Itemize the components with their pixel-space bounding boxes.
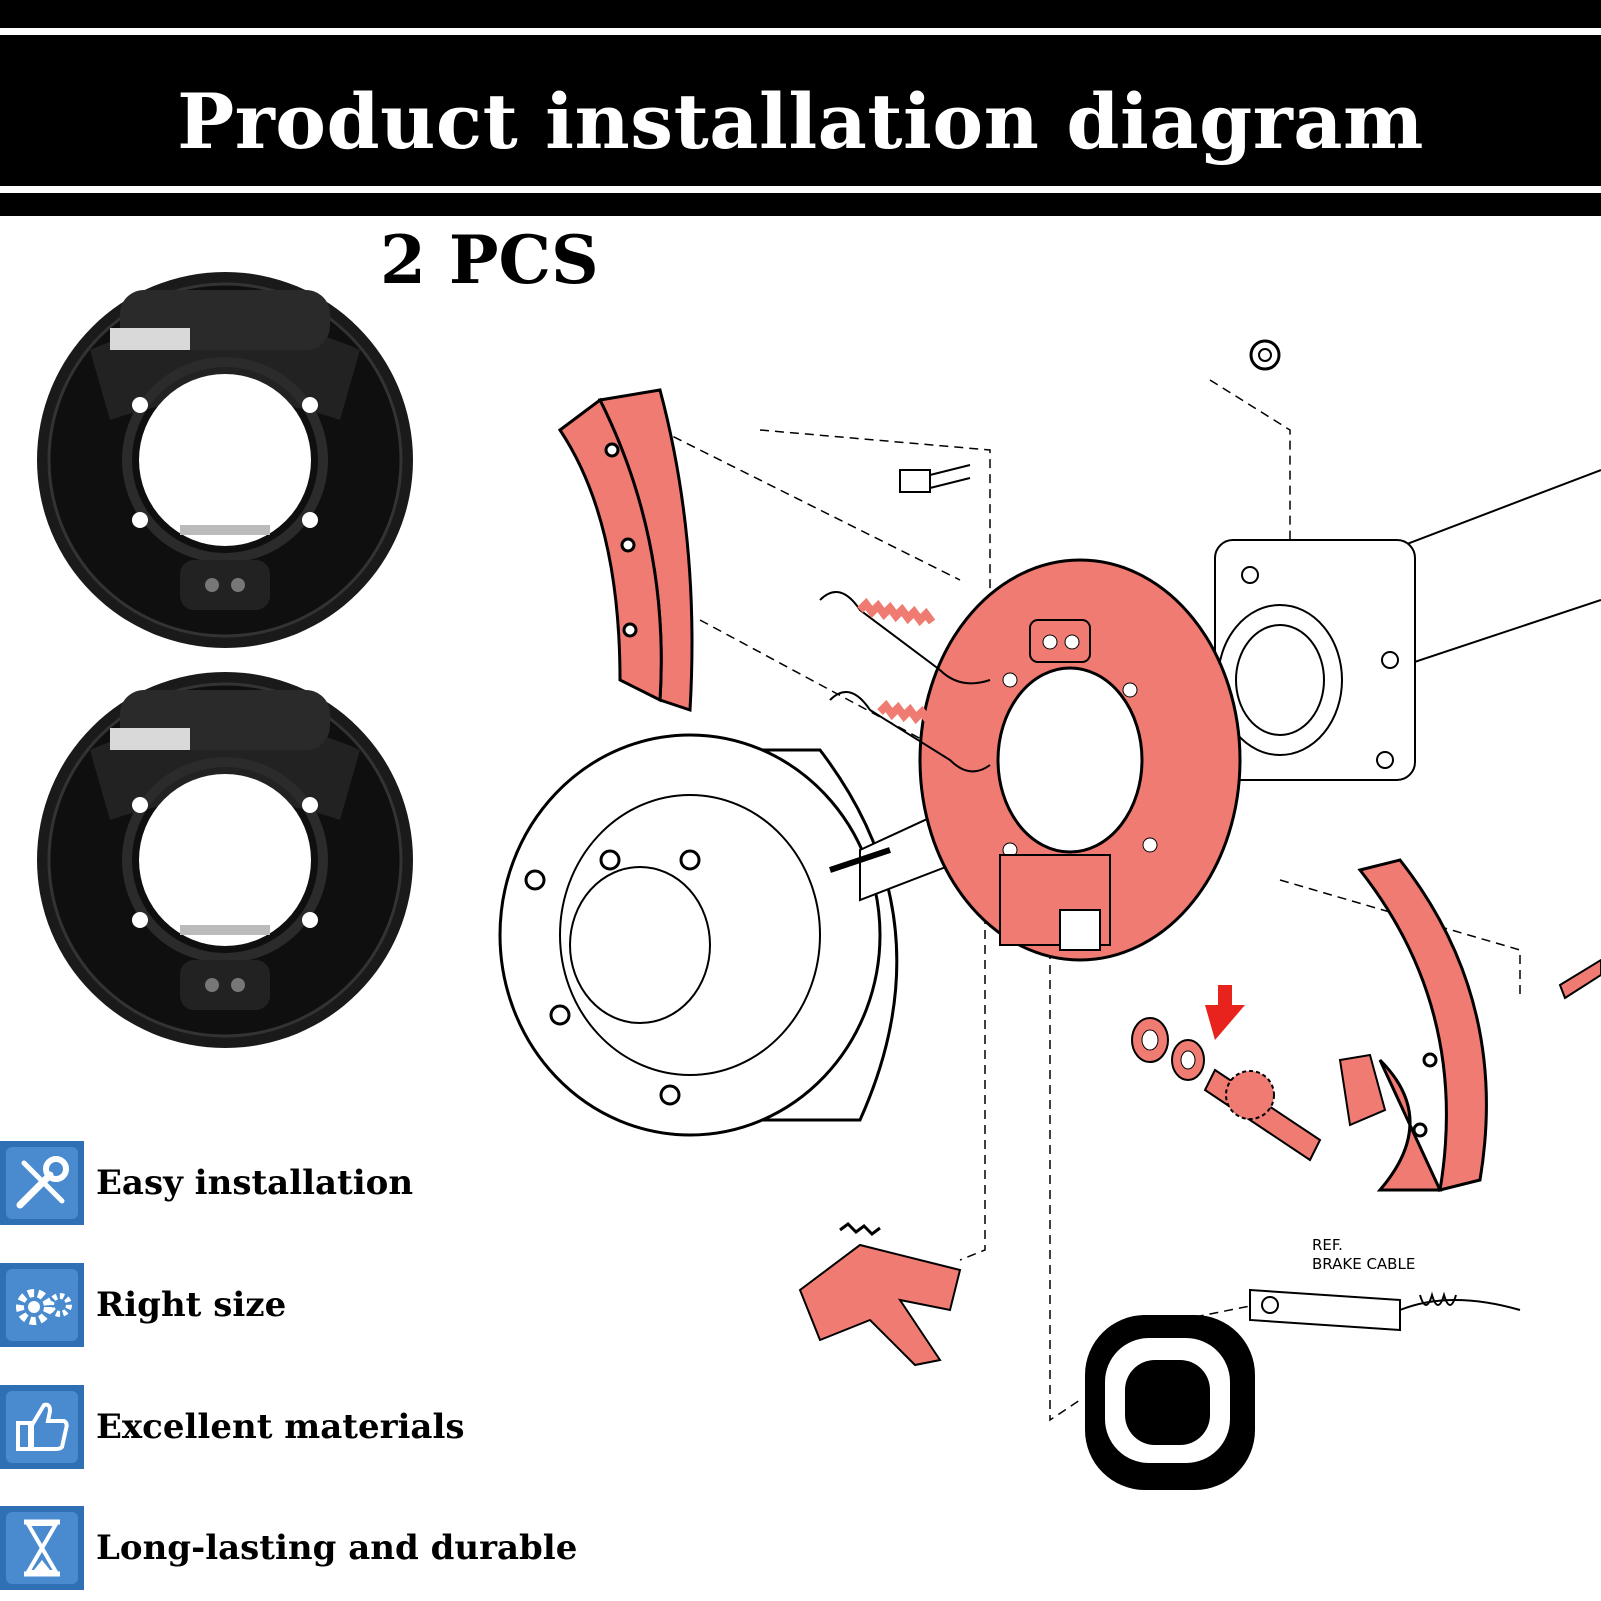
feature-label: Right size: [96, 1285, 287, 1325]
magnet: [1085, 1315, 1255, 1490]
callout-line-brake-cable: BRAKE CABLE: [1312, 1255, 1416, 1273]
feature-label: Excellent materials: [96, 1407, 465, 1447]
feature-right-size: Right size: [0, 1263, 286, 1347]
gears-icon: [0, 1263, 84, 1347]
callout-line-ref: REF.: [1312, 1236, 1343, 1254]
backing-plate: [918, 558, 1242, 962]
callout-brake-cable: REF. BRAKE CABLE: [1312, 1236, 1415, 1274]
brake-shoe-left: [557, 388, 694, 713]
quantity-label: 2 PCS: [380, 221, 599, 299]
cable-lever-edge: [1558, 958, 1601, 1000]
feature-excellent-materials: Excellent materials: [0, 1385, 465, 1469]
brake-plate-photo-bottom: [37, 672, 413, 1048]
actuating-lever: [798, 1222, 962, 1367]
page-title: Product installation diagram: [177, 77, 1424, 166]
feature-label: Long-lasting and durable: [96, 1528, 578, 1568]
brake-plate-photo-top: [37, 272, 413, 648]
leader-lines: [659, 379, 1521, 1422]
feature-label: Easy installation: [96, 1163, 414, 1203]
hourglass-icon: [0, 1506, 84, 1590]
axle-tube: [1214, 469, 1601, 781]
header-rule-bottom: [0, 186, 1601, 193]
feature-easy-installation: Easy installation: [0, 1141, 413, 1225]
feature-long-lasting: Long-lasting and durable: [0, 1506, 577, 1590]
hardware-parts: [899, 339, 1387, 1162]
header-banner: Product installation diagram: [0, 0, 1601, 216]
brake-shoe-right: [1357, 858, 1488, 1193]
wrench-screwdriver-icon: [0, 1141, 84, 1225]
return-springs: [819, 591, 991, 773]
thumbs-up-icon: [0, 1385, 84, 1469]
brake-drum: [498, 733, 991, 1137]
brake-cable: [1249, 1288, 1521, 1332]
header-rule-top: [0, 28, 1601, 35]
